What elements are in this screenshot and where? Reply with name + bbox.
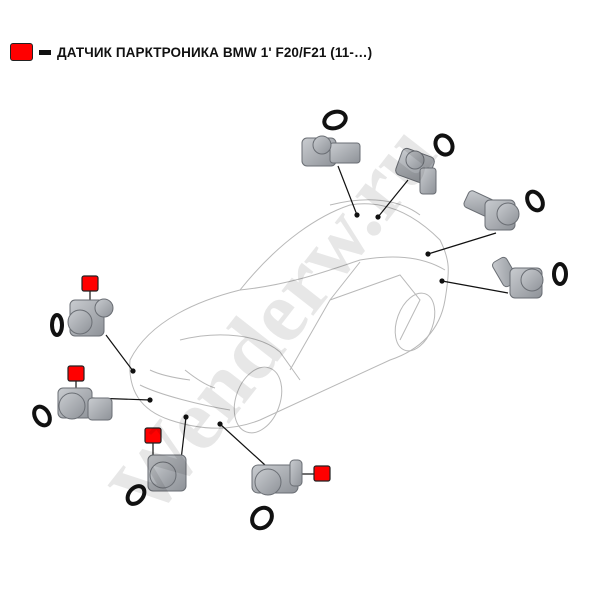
ring-icon [125,484,147,506]
rear-sensor-3 [463,190,520,231]
front-sensor-4 [251,459,303,496]
sensors [57,135,544,496]
ring-icon [322,109,348,131]
ring-icon [250,505,274,531]
leader-lines [75,165,509,475]
ring-icon [32,404,52,428]
front-sensor-3 [147,454,187,492]
front-sensor-2 [57,387,113,421]
ring-icon [50,313,64,337]
marker-front-1 [81,275,99,292]
rear-sensor-1 [301,135,361,167]
marker-front-4 [313,465,331,482]
rear-sensor-4 [492,256,544,299]
marker-front-2 [67,365,85,382]
ring-icon [433,133,455,157]
legend-dash [39,49,51,55]
car-outline [129,199,449,434]
red-markers [67,275,331,482]
marker-front-3 [144,427,162,444]
ring-icon [525,189,545,213]
diagram-title: ДАТЧИК ПАРКТРОНИКА BMW 1' F20/F21 (11-…) [57,44,373,60]
legend-red-marker [10,43,33,61]
sealing-rings [32,109,568,531]
legend: ДАТЧИК ПАРКТРОНИКА BMW 1' F20/F21 (11-…) [10,43,372,61]
front-sensor-1 [67,298,114,337]
ring-icon [552,262,568,286]
rear-sensor-2 [395,147,437,195]
